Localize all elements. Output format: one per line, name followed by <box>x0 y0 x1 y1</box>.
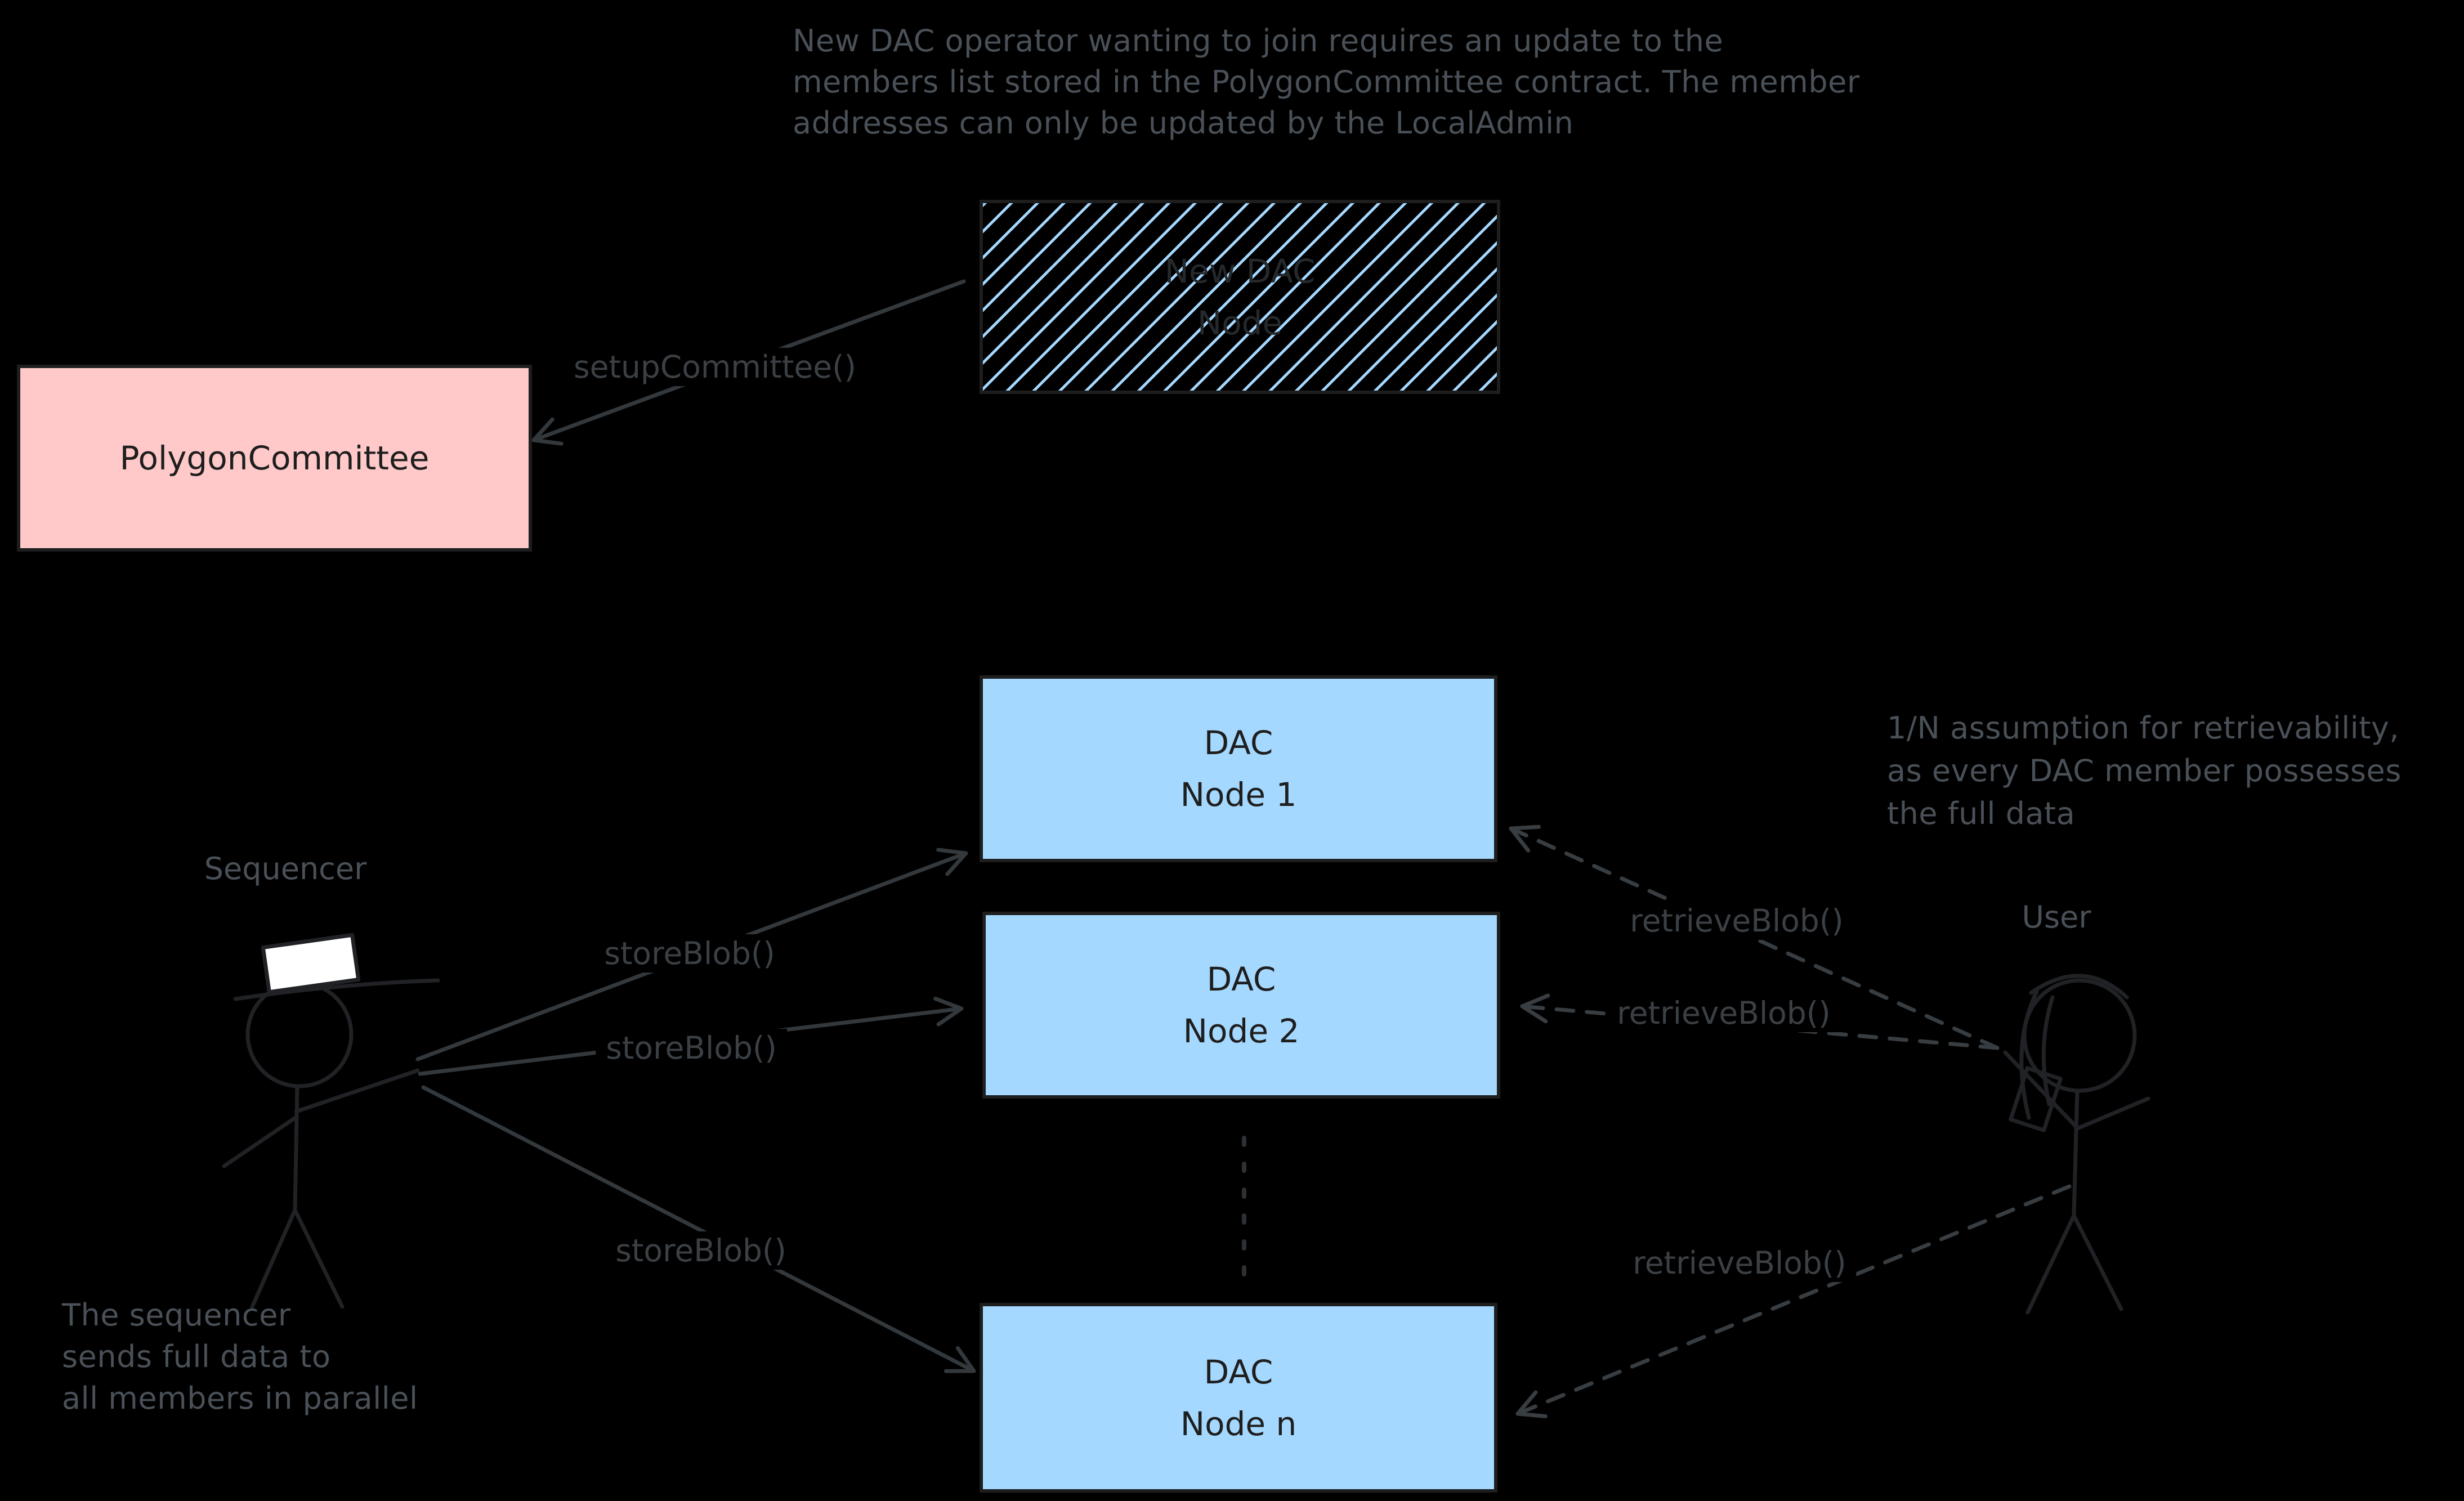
edge-label-store-blob-1: storeBlob() <box>594 934 785 973</box>
arrow-retrieve-blob-n <box>1515 1184 2072 1418</box>
box-label: Node 2 <box>1183 1012 1300 1050</box>
box-label: DAC <box>1204 1352 1273 1391</box>
arrow-retrieve-blob-2 <box>1520 993 2000 1050</box>
box-label: Node 1 <box>1180 776 1297 814</box>
box-label: New DAC <box>1164 252 1316 290</box>
box-dac-node-n: DAC Node n <box>980 1303 1497 1493</box>
edge-label-setup-committee: setupCommittee() <box>563 348 867 386</box>
box-label: PolygonCommittee <box>119 439 430 477</box>
box-label: Node n <box>1180 1404 1297 1443</box>
box-label: DAC <box>1206 960 1276 998</box>
note-line: all members in parallel <box>62 1381 418 1416</box>
arrow-store-blob-n <box>421 1085 976 1373</box>
edge-label-store-blob-n: storeBlob() <box>605 1231 797 1270</box>
sequencer-stick-figure-icon <box>222 933 440 1309</box>
note-line: The sequencer <box>62 1297 291 1333</box>
box-dac-node-1: DAC Node 1 <box>980 675 1497 862</box>
box-polygon-committee: PolygonCommittee <box>17 365 532 552</box>
box-label: Node <box>1197 303 1283 342</box>
edge-label-store-blob-2: storeBlob() <box>596 1029 787 1067</box>
note-sequencer-parallel: The sequencer sends full data to all mem… <box>62 1294 418 1419</box>
sequencer-label: Sequencer <box>204 851 367 886</box>
note-line: New DAC operator wanting to join require… <box>793 23 1724 59</box>
box-dac-node-2: DAC Node 2 <box>982 912 1500 1099</box>
box-new-dac-node: New DAC Node <box>980 200 1500 394</box>
note-retrievability-assumption: 1/N assumption for retrievability, as ev… <box>1887 707 2402 835</box>
note-line: as every DAC member possesses <box>1887 753 2402 788</box>
note-line: sends full data to <box>62 1339 331 1374</box>
edge-label-retrieve-blob-2: retrieveBlob() <box>1607 994 1841 1032</box>
box-label: DAC <box>1204 724 1273 762</box>
user-stick-figure-icon <box>2003 974 2150 1315</box>
note-line: members list stored in the PolygonCommit… <box>793 64 1860 100</box>
note-new-dac-operator: New DAC operator wanting to join require… <box>793 20 1860 144</box>
note-line: 1/N assumption for retrievability, <box>1887 710 2400 746</box>
note-line: addresses can only be updated by the Loc… <box>793 105 1574 141</box>
note-line: the full data <box>1887 796 2076 831</box>
edge-label-retrieve-blob-n: retrieveBlob() <box>1622 1244 1857 1282</box>
edge-label-retrieve-blob-1: retrieveBlob() <box>1620 902 1854 940</box>
user-label: User <box>2022 899 2091 935</box>
